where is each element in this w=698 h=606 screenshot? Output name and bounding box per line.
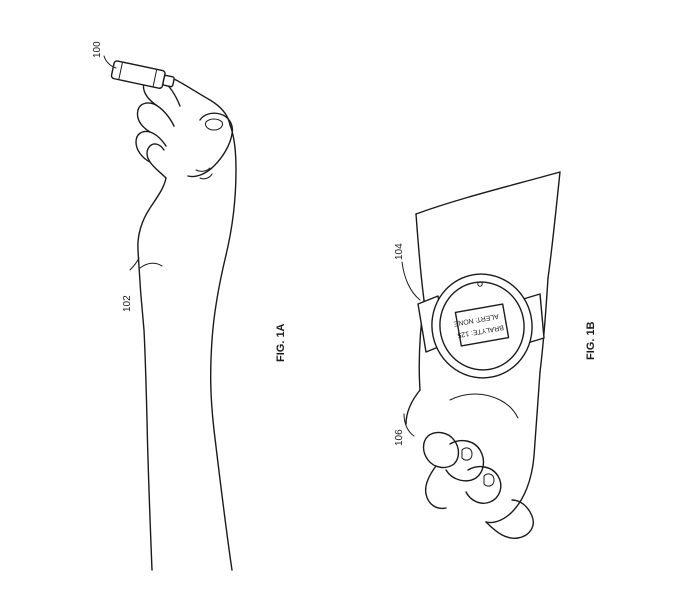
wrist-contour — [139, 262, 163, 269]
ref-numeral-104: 104 — [394, 243, 405, 260]
sensor-device — [110, 60, 175, 89]
ref-numeral-106: 106 — [394, 429, 405, 446]
nail-c — [461, 447, 473, 461]
figure-1a-caption: FIG. 1A — [275, 323, 287, 362]
ref-numeral-102: 102 — [122, 295, 133, 312]
nail-d — [483, 473, 495, 487]
leader-100 — [103, 55, 117, 69]
watch-bezel — [439, 281, 525, 371]
thumb-1b — [485, 499, 534, 539]
finger-d — [424, 465, 447, 510]
finger-1 — [135, 130, 167, 163]
finger-2 — [136, 102, 175, 133]
forearm-outline — [137, 177, 167, 571]
forearm-outline-right — [209, 124, 237, 571]
device-cap — [162, 74, 175, 88]
figure-1a: 100 102 FIG. 1A — [92, 41, 287, 571]
leader-104 — [401, 261, 421, 301]
sleeve — [415, 171, 561, 279]
knuckle-lines — [195, 167, 213, 180]
device-body — [110, 60, 166, 89]
watch-screen — [454, 303, 510, 347]
watch-crown-dot — [477, 281, 483, 287]
finger-b — [445, 439, 485, 482]
thumb-nail — [205, 118, 223, 131]
finger-a — [422, 431, 460, 469]
leader-102 — [129, 257, 140, 271]
ref-numeral-100: 100 — [92, 41, 103, 58]
knuckle-contour — [449, 393, 519, 419]
finger-c — [465, 465, 502, 504]
leader-106 — [403, 413, 415, 437]
hand-back — [405, 371, 541, 524]
figure-1b-caption: FIG. 1B — [585, 321, 597, 360]
hand-palm — [146, 143, 167, 179]
figure-1b: BRALYTE: 125 ALERT: NONE 104 106 FIG. 1B — [394, 171, 597, 539]
thumb — [187, 112, 234, 178]
sleeve-edge — [415, 213, 425, 301]
